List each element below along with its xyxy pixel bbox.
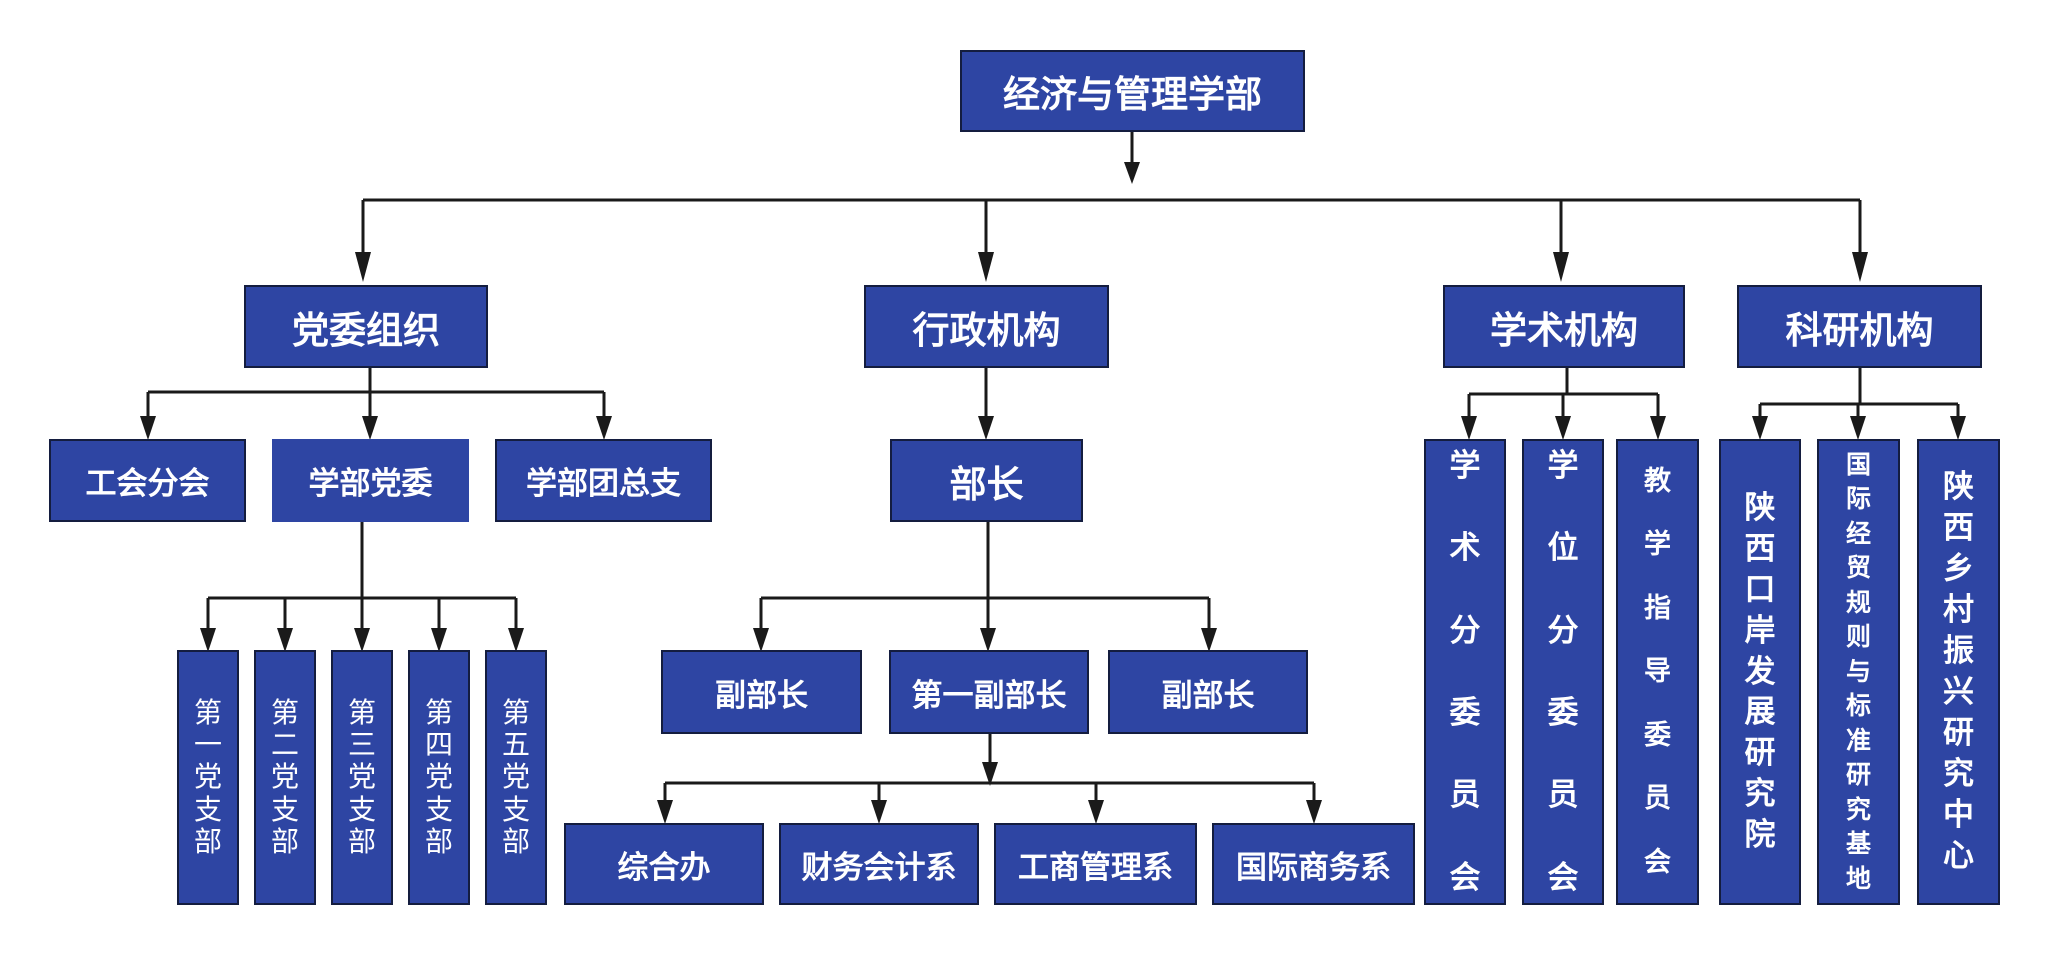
root-label: 经济与管理学部 <box>1003 74 1262 115</box>
party-branch-5-label: 第五党支部 <box>502 697 531 857</box>
finance-accounting-dept-node: 财务会计系 <box>779 823 979 905</box>
administrative-label: 行政机构 <box>912 309 1061 351</box>
shaanxi-port-institute-node: 陕西口岸发展研究院 <box>1719 439 1801 905</box>
business-admin-dept-node: 工商管理系 <box>994 823 1197 905</box>
union-branch-label: 工会分会 <box>85 466 210 501</box>
director-node: 部长 <box>890 439 1083 522</box>
party-branch-4-label: 第四党支部 <box>425 697 454 857</box>
degree-subcommittee-node: 学位分委员会 <box>1522 439 1604 905</box>
director-label: 部长 <box>949 463 1024 505</box>
shaanxi-port-institute-label: 陕西口岸发展研究院 <box>1744 489 1776 853</box>
administrative-node: 行政机构 <box>864 285 1109 368</box>
youth-league-node: 学部团总支 <box>495 439 712 522</box>
party-branch-2-label: 第二党支部 <box>271 697 300 857</box>
first-deputy-director-node: 第一副部长 <box>889 650 1089 734</box>
deputy-director-right-node: 副部长 <box>1108 650 1308 734</box>
deputy-director-right-label: 副部长 <box>1161 677 1255 713</box>
academic-label: 学术机构 <box>1490 309 1638 351</box>
deputy-director-left-label: 副部长 <box>715 677 808 713</box>
party-organization-node: 党委组织 <box>244 285 488 368</box>
youth-league-label: 学部团总支 <box>526 466 681 501</box>
party-branch-1-label: 第一党支部 <box>194 697 223 857</box>
research-label: 科研机构 <box>1785 309 1934 351</box>
party-branch-3: 第三党支部 <box>331 650 393 905</box>
party-branch-2: 第二党支部 <box>254 650 316 905</box>
party-organization-label: 党委组织 <box>292 309 440 351</box>
academic-node: 学术机构 <box>1443 285 1685 368</box>
trade-rules-base-node: 国际经贸规则与标准研究基地 <box>1817 439 1900 905</box>
business-admin-dept-label: 工商管理系 <box>1018 849 1173 885</box>
arrowheads <box>140 162 1966 824</box>
party-committee-label: 学部党委 <box>308 466 433 501</box>
party-committee-node: 学部党委 <box>272 439 469 522</box>
rural-revitalization-center-label: 陕西乡村振兴研究中心 <box>1943 469 1974 873</box>
international-business-dept-label: 国际商务系 <box>1236 849 1391 885</box>
rural-revitalization-center-node: 陕西乡村振兴研究中心 <box>1917 439 2000 905</box>
degree-subcommittee-label: 学位分委员会 <box>1547 447 1579 895</box>
finance-accounting-dept-label: 财务会计系 <box>801 849 957 885</box>
party-branch-3-label: 第三党支部 <box>348 697 377 857</box>
trade-rules-base-label: 国际经贸规则与标准研究基地 <box>1846 450 1872 893</box>
party-branch-4: 第四党支部 <box>408 650 470 905</box>
research-node: 科研机构 <box>1737 285 1982 368</box>
teaching-committee-node: 教学指导委员会 <box>1616 439 1699 905</box>
academic-subcommittee-node: 学术分委员会 <box>1424 439 1506 905</box>
academic-subcommittee-label: 学术分委员会 <box>1449 447 1481 895</box>
international-business-dept-node: 国际商务系 <box>1212 823 1415 905</box>
party-branch-5: 第五党支部 <box>485 650 547 905</box>
party-branch-1: 第一党支部 <box>177 650 239 905</box>
teaching-committee-label: 教学指导委员会 <box>1644 465 1671 877</box>
general-office-label: 综合办 <box>617 849 711 885</box>
root-node: 经济与管理学部 <box>960 50 1305 132</box>
first-deputy-director-label: 第一副部长 <box>911 677 1067 713</box>
deputy-director-left-node: 副部长 <box>661 650 862 734</box>
general-office-node: 综合办 <box>564 823 764 905</box>
union-branch-node: 工会分会 <box>49 439 246 522</box>
